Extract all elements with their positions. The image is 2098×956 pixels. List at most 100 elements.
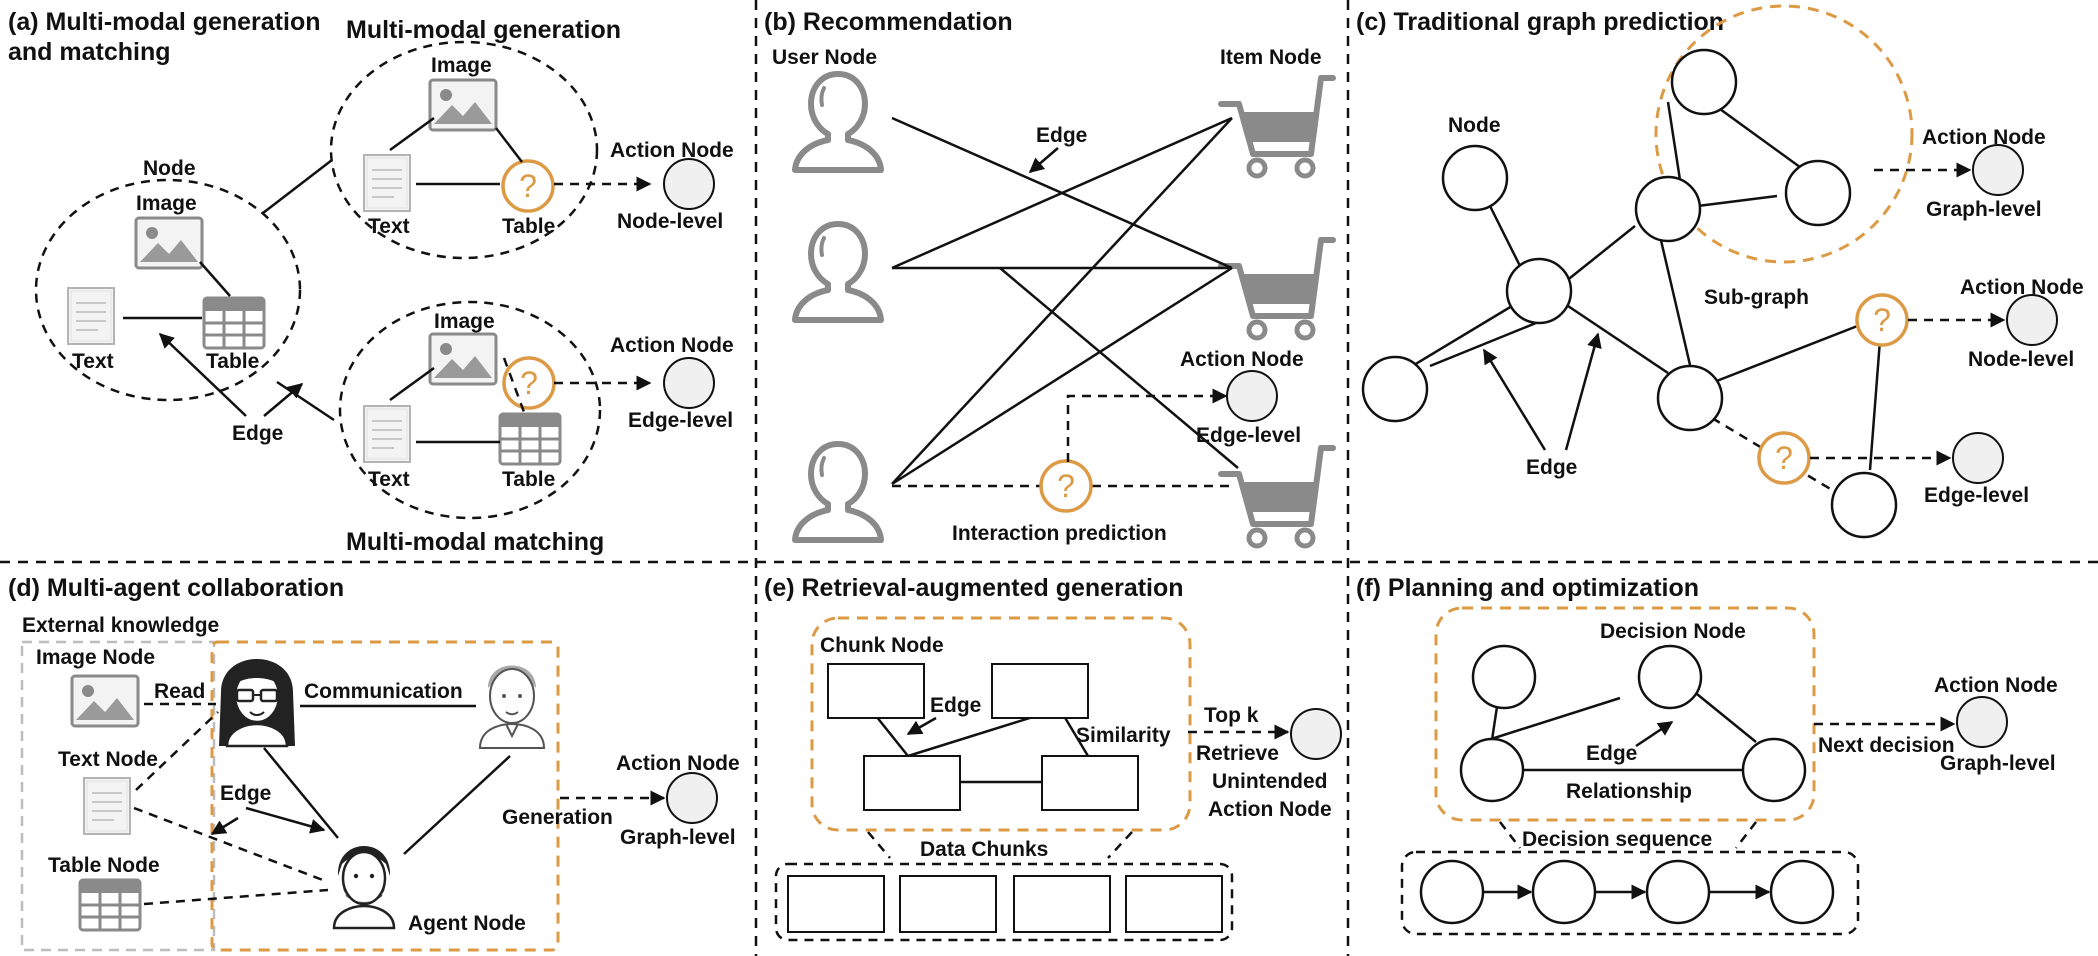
panel-b-title: (b) Recommendation: [764, 8, 1013, 36]
match-image-icon: [428, 332, 498, 386]
unintended-label: Unintended: [1212, 770, 1328, 793]
node-unknown-icon: [1855, 293, 1909, 347]
action-node-label-a1: Action Node: [610, 139, 734, 162]
action-node-e: [1290, 708, 1342, 760]
graph-node-2: [1505, 257, 1573, 325]
text-label: Text: [72, 350, 114, 373]
user-icon-2: [795, 224, 881, 320]
agent-female-avatar: [217, 657, 297, 748]
decision-node-1: [1471, 644, 1537, 710]
communication-label: Communication: [304, 680, 463, 703]
cart-icon-1: [1221, 78, 1333, 176]
panel-c-graph-prediction: (c) Traditional graph prediction Sub-gra…: [1356, 4, 2084, 539]
graph-node-1: [1441, 144, 1509, 212]
node-label-c: Node: [1448, 114, 1501, 137]
edge-level-label-c: Edge-level: [1924, 484, 2029, 507]
sequence-node-4: [1769, 859, 1835, 925]
user-icon-1: [795, 74, 881, 170]
panel-f-title: (f) Planning and optimization: [1356, 574, 1699, 602]
item-node-label: Item Node: [1220, 46, 1322, 69]
decision-node-3: [1459, 737, 1525, 803]
action-node-a2: [663, 357, 715, 409]
graph-node-4: [1670, 48, 1738, 116]
interaction-prediction-label: Interaction prediction: [952, 522, 1167, 545]
action-node-label-e: Action Node: [1208, 798, 1332, 821]
action-node-label-d: Action Node: [616, 752, 740, 775]
node-cluster-ring: [34, 178, 302, 402]
next-decision-label: Next decision: [1818, 734, 1955, 757]
match-table-label: Table: [502, 468, 555, 491]
image-icon: [134, 216, 204, 270]
panel-d-multi-agent: (d) Multi-agent collaboration External k…: [8, 574, 740, 952]
edge-level-label: Edge-level: [628, 409, 733, 432]
read-label: Read: [154, 680, 205, 703]
gen-image-label: Image: [431, 54, 492, 77]
generation-label: Generation: [502, 806, 613, 829]
graph-node-7: [1656, 364, 1724, 432]
user-icon-3: [795, 444, 881, 540]
panel-d-title: (d) Multi-agent collaboration: [8, 574, 344, 602]
chunk-node-2: [991, 663, 1089, 719]
graph-node-8: [1830, 471, 1898, 539]
cart-icon-3: [1221, 448, 1333, 546]
node-label: Node: [143, 157, 196, 180]
chunk-node-4: [1041, 755, 1139, 811]
external-knowledge-label: External knowledge: [22, 614, 219, 637]
chunk-node-label: Chunk Node: [820, 634, 944, 657]
graph-level-label-f: Graph-level: [1940, 752, 2056, 775]
agent-bearded-avatar: [332, 844, 396, 930]
edge-label-b: Edge: [1036, 124, 1087, 147]
generation-cluster-ring: [329, 40, 599, 260]
data-chunks-label: Data Chunks: [920, 838, 1048, 861]
text-node-label-d: Text Node: [58, 748, 158, 771]
gen-table-label: Table: [502, 215, 555, 238]
decision-sequence-label: Decision sequence: [1522, 828, 1712, 851]
panel-a-multimodal: (a) Multi-modal generation and matching …: [8, 8, 734, 556]
text-document-icon: [67, 287, 115, 345]
panel-a-title-line1: (a) Multi-modal generation: [8, 8, 321, 36]
external-knowledge-box: [20, 640, 216, 952]
matching-cluster-ring: [338, 300, 602, 520]
node-level-label: Node-level: [617, 210, 723, 233]
decision-node-4: [1741, 737, 1807, 803]
text-node-icon: [83, 777, 131, 835]
data-chunks-box: [774, 862, 1234, 942]
panel-e-rag: (e) Retrieval-augmented generation Chunk…: [764, 574, 1342, 942]
node-level-label-c: Node-level: [1968, 348, 2074, 371]
sequence-node-2: [1531, 859, 1597, 925]
sequence-node-1: [1419, 859, 1485, 925]
interaction-unknown-icon: [1039, 459, 1093, 513]
action-node-label-b: Action Node: [1180, 348, 1304, 371]
decision-graph-box: [1434, 606, 1816, 822]
action-node-label-f: Action Node: [1934, 674, 2058, 697]
panel-b-recommendation: (b) Recommendation User Node Item Node E…: [764, 8, 1333, 546]
data-chunk-1: [787, 875, 885, 933]
decision-node-2: [1637, 644, 1703, 710]
action-node-d: [666, 772, 718, 824]
image-node-icon: [70, 674, 140, 728]
edge-unknown-icon: [1757, 431, 1811, 485]
panel-c-title: (c) Traditional graph prediction: [1356, 8, 1724, 36]
action-node-f: [1956, 696, 2008, 748]
data-chunk-3: [1013, 875, 1111, 933]
subgraph-label: Sub-graph: [1704, 286, 1809, 309]
panel-a-generation-title: Multi-modal generation: [346, 16, 621, 44]
action-node-c3: [1952, 432, 2004, 484]
image-node-label-d: Image Node: [36, 646, 155, 669]
match-image-label: Image: [434, 310, 495, 333]
graph-node-3: [1361, 355, 1429, 423]
action-node-label-c2: Action Node: [1960, 276, 2084, 299]
edge-label: Edge: [232, 422, 283, 445]
gen-text-icon: [363, 154, 411, 212]
edge-label-d: Edge: [220, 782, 271, 805]
gen-unknown-table-icon: [501, 159, 555, 213]
action-node-b: [1226, 370, 1278, 422]
graph-level-label-d: Graph-level: [620, 826, 736, 849]
match-table-icon: [498, 412, 562, 466]
panel-a-matching-title: Multi-modal matching: [346, 528, 604, 556]
panel-e-title: (e) Retrieval-augmented generation: [764, 574, 1184, 602]
decision-sequence-box: [1400, 850, 1860, 936]
decision-node-label: Decision Node: [1600, 620, 1746, 643]
